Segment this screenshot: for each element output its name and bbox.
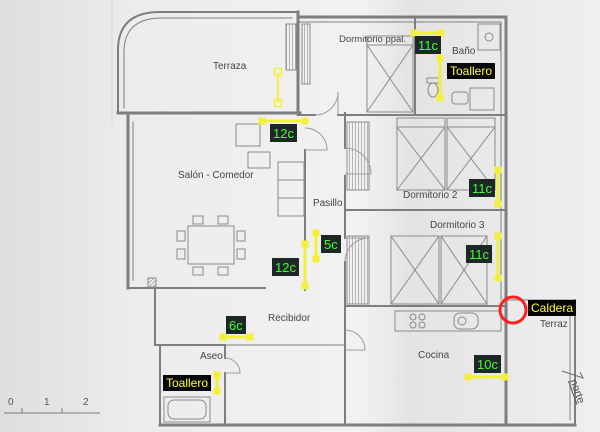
cooktop-burner [409,313,417,321]
scale-label-2: 2 [83,397,89,408]
kitchen-sink-drain [457,316,467,326]
marker-bano-radiator [410,29,445,37]
bed-dormitorio-3-a [390,235,440,305]
bathtub-aseo [163,396,211,423]
door-swings [224,91,372,374]
shower [477,23,501,51]
room-label-pasillo: Pasillo [313,198,343,209]
marker-cocina-radiator [464,373,509,381]
room-label-bano: Baño [452,46,476,57]
door-cocina [344,329,366,351]
cooktop-burner [418,321,426,329]
marker-bano-towel-rail [436,54,444,102]
chair [236,230,246,242]
coffee-table [247,151,271,169]
marker-dormitorio-3-radiator [494,232,502,282]
room-label-dormitorio-ppal: Dormitorio ppal. [339,34,407,45]
room-label-dormitorio-2: Dormitorio 2 [403,190,458,201]
door-aseo [224,357,241,374]
terrace-inner-railing [123,17,293,109]
closet-dormitorio-3 [346,235,370,305]
scale-label-1: 1 [44,397,50,408]
chair [192,266,204,276]
tag-recibidor-radiator: 6c [226,316,246,334]
dining-set [176,215,246,276]
marker-salon-radiator [258,117,309,125]
marker-dormitorio-2-radiator [494,166,502,208]
terrace-outer-railing [117,11,299,113]
tag-bano-radiator: 11c [415,36,441,54]
tag-cocina-radiator: 10c [474,355,501,373]
chair [176,230,186,242]
tag-salon-radiator: 12c [270,124,297,142]
scale-label-0: 0 [8,397,14,408]
sink-bano [451,91,469,105]
annotation-markers [213,29,528,395]
column-salon [147,277,157,288]
chair [217,266,229,276]
kitchen-counter [394,310,502,332]
room-label-recibidor: Recibidor [268,313,311,324]
room-label-terraza-cocina: Terraz [540,319,568,330]
marker-pasillo-radiator [301,240,309,290]
door-dormitorio-3 [344,237,370,263]
chair [192,215,204,225]
cooktop-burner [418,313,426,321]
room-label-aseo: Aseo [200,351,223,362]
tag-pasillo-radiator-small: 5c [321,235,341,253]
armchair [235,123,261,147]
closet-dormitorio-2 [346,121,370,191]
chair [217,215,229,225]
tag-pasillo-radiator: 12c [272,258,299,276]
door-salon [304,127,328,151]
room-label-terraza: Terraza [213,61,247,72]
room-label-dormitorio-3: Dormitorio 3 [430,220,485,231]
cooktop-burner [409,321,417,329]
kitchen-sink [453,312,479,330]
scale-bar [4,408,100,414]
tag-bano-towel-rail: Toallero [447,63,496,79]
tag-dormitorio-2-radiator: 11c [469,179,495,197]
room-label-salon-comedor: Salón - Comedor [178,170,254,181]
walls [116,10,577,427]
sofa [277,161,305,217]
toilet-bano [426,77,440,98]
door-dormitorio-2 [344,147,372,175]
marker-terraza [273,67,283,108]
washbasin-bano [469,87,495,111]
closet-terrace [285,23,297,71]
door-dormitorio-ppal [314,91,339,116]
tag-aseo-towel-rail: Toallero [163,375,212,391]
closets [147,23,370,305]
bed-dormitorio-ppal [366,35,414,113]
marker-recibidor-radiator [219,333,254,341]
closet-dormitorio-ppal [301,23,311,85]
marker-aseo-towel-rail [213,371,221,395]
tag-dormitorio-3-radiator: 11c [466,245,492,263]
marker-pasillo-radiator-small [312,229,320,263]
bed-dormitorio-2-a [396,117,446,191]
chair [176,248,186,260]
north-arrow [561,370,584,379]
dining-table [187,225,235,265]
room-label-cocina: Cocina [418,350,450,361]
boiler-location-circle [498,295,528,325]
chair [236,248,246,260]
tag-boiler: Caldera [528,300,577,316]
